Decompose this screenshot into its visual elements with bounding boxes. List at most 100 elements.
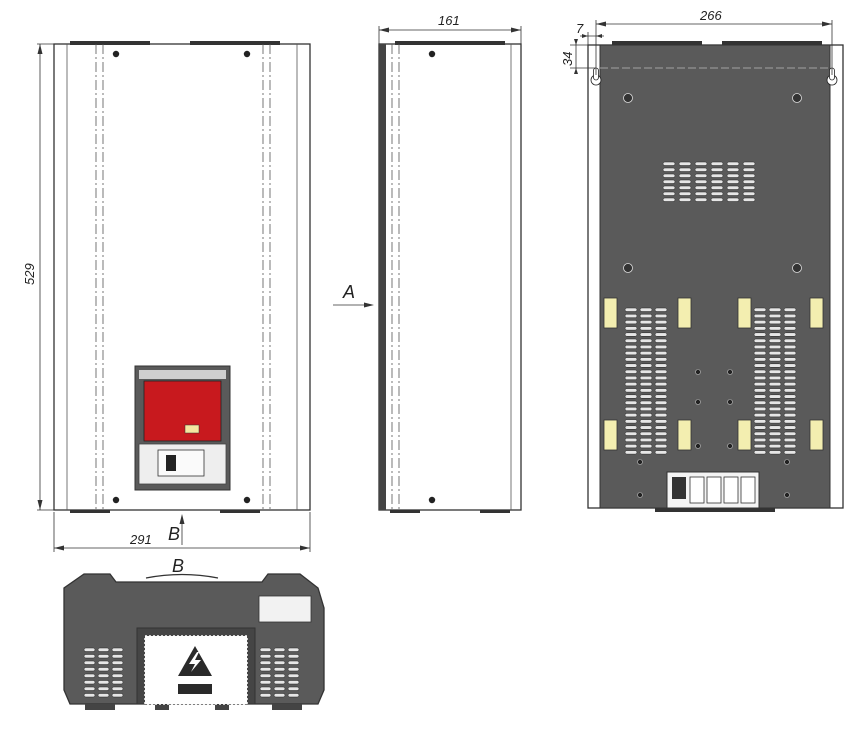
vent-slot xyxy=(624,338,638,343)
bottom-view: B xyxy=(63,556,325,710)
vent-slot xyxy=(753,369,767,374)
vent-slot xyxy=(753,326,767,331)
vent-slot xyxy=(710,167,724,172)
vent-slot xyxy=(768,351,782,356)
vent-slot xyxy=(639,357,653,362)
vent-slot xyxy=(624,351,638,356)
rear-top-vent-left xyxy=(612,41,702,45)
vent-slot xyxy=(654,437,668,442)
vent-slot xyxy=(259,693,272,698)
terminal xyxy=(723,476,739,504)
vent-slot xyxy=(726,167,740,172)
vent-slot xyxy=(83,647,96,652)
vent-slot xyxy=(273,647,286,652)
vent-slot xyxy=(83,673,96,678)
vent-slot xyxy=(259,660,272,665)
vent-slot xyxy=(726,191,740,196)
clip xyxy=(603,419,618,451)
vent-slot xyxy=(83,667,96,672)
screw xyxy=(792,93,802,103)
vent-slot xyxy=(639,400,653,405)
vent-slot xyxy=(783,425,797,430)
vent-slot xyxy=(753,444,767,449)
vent-slot xyxy=(768,375,782,380)
bottom-foot xyxy=(155,704,169,710)
vent-slot xyxy=(111,654,124,659)
vent-slot xyxy=(624,431,638,436)
display-label xyxy=(184,424,200,434)
vent-slot xyxy=(768,313,782,318)
rear-top-vent-right xyxy=(722,41,822,45)
terminal xyxy=(689,476,705,504)
view-arrow-a xyxy=(333,302,374,308)
vent-slot xyxy=(624,307,638,312)
vent-slot xyxy=(259,673,272,678)
vent-slot xyxy=(742,191,756,196)
vent-slot xyxy=(654,431,668,436)
side-back-plate xyxy=(379,44,386,510)
dimension-7 xyxy=(580,32,604,45)
vent-slot xyxy=(726,197,740,202)
screw xyxy=(623,263,633,273)
dim-291-label: 291 xyxy=(129,532,152,547)
vent-slot xyxy=(768,363,782,368)
vent-slot xyxy=(694,185,708,190)
breaker-top-strip xyxy=(139,370,226,379)
view-label-b: B xyxy=(168,524,180,544)
high-voltage-warning-icon xyxy=(178,646,212,676)
vent-slot xyxy=(97,647,110,652)
vent-slot xyxy=(783,394,797,399)
cover-slot xyxy=(178,684,212,694)
vent-slot xyxy=(654,332,668,337)
vent-slot xyxy=(753,400,767,405)
vent-slot xyxy=(97,667,110,672)
vent-slot xyxy=(783,369,797,374)
vent-slot xyxy=(639,351,653,356)
vent-slot xyxy=(654,425,668,430)
circuit-breaker xyxy=(157,449,205,477)
vent-slot xyxy=(768,450,782,455)
vent-slot xyxy=(654,307,668,312)
vent-slot xyxy=(726,179,740,184)
rear-small-holes xyxy=(637,369,790,498)
vent-slot xyxy=(753,357,767,362)
vent-slot xyxy=(783,388,797,393)
dim-7-label: 7 xyxy=(576,21,584,36)
vent-slot xyxy=(768,413,782,418)
vent-slot xyxy=(624,313,638,318)
vent-slot xyxy=(678,167,692,172)
rear-view: 266 7 34 xyxy=(560,8,844,512)
vent-slot xyxy=(654,313,668,318)
vent-slot xyxy=(742,179,756,184)
foot-left xyxy=(70,510,110,513)
vent-slot xyxy=(639,388,653,393)
vent-slot xyxy=(726,173,740,178)
vent-slot xyxy=(662,185,676,190)
vent-slot xyxy=(753,382,767,387)
vent-slot xyxy=(783,437,797,442)
vent-slot xyxy=(768,406,782,411)
vent-slot xyxy=(710,179,724,184)
vent-slot xyxy=(654,357,668,362)
vent-slot xyxy=(287,680,300,685)
vent-slot xyxy=(273,654,286,659)
vent-slot xyxy=(639,431,653,436)
vent-slot xyxy=(83,680,96,685)
vent-slot xyxy=(710,191,724,196)
vent-slot xyxy=(753,351,767,356)
rear-panel xyxy=(599,44,831,509)
vent-slot xyxy=(639,363,653,368)
vent-slot xyxy=(639,419,653,424)
vent-slot xyxy=(768,431,782,436)
vent-slot xyxy=(654,363,668,368)
vent-slot xyxy=(768,369,782,374)
vent-slot xyxy=(624,413,638,418)
clip xyxy=(677,297,692,329)
vent-slot xyxy=(694,173,708,178)
vent-slot xyxy=(273,686,286,691)
bottom-foot xyxy=(215,704,229,710)
vent-slot xyxy=(624,382,638,387)
dimension-529 xyxy=(37,43,54,511)
vent-slot xyxy=(639,369,653,374)
vent-slot xyxy=(662,161,676,166)
